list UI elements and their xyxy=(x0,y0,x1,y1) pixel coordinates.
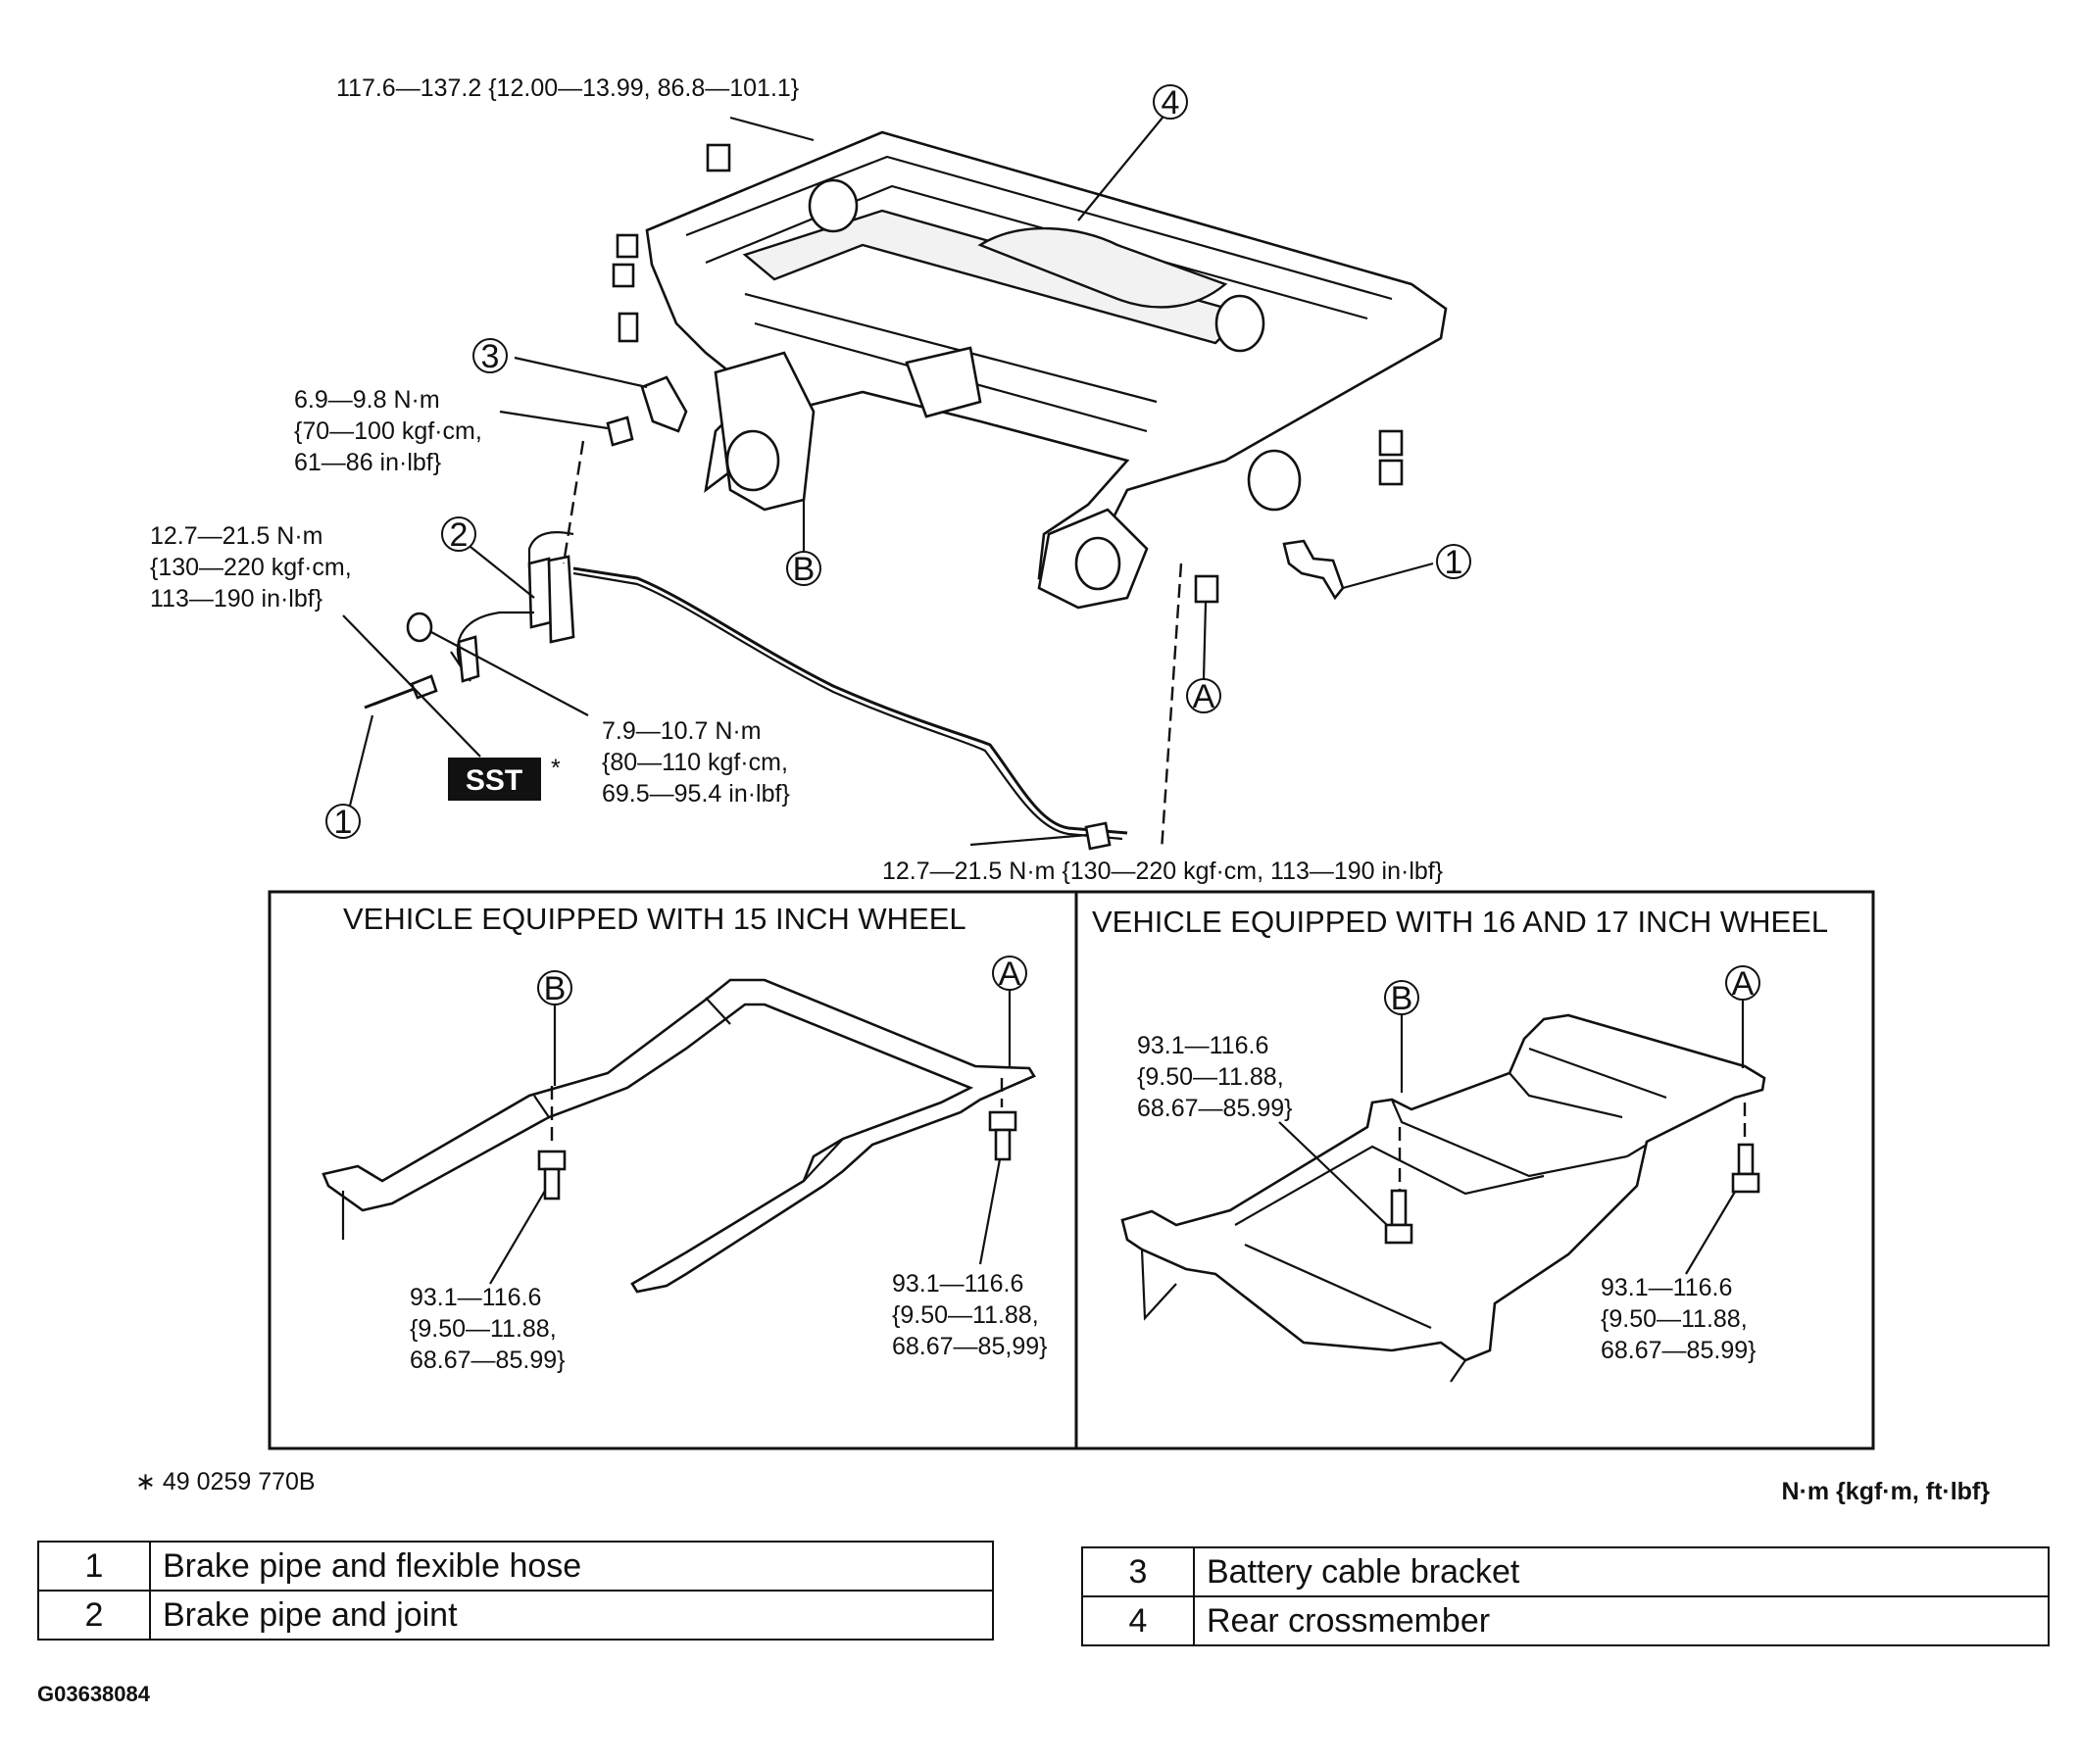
callout-2-label: 2 xyxy=(450,516,469,554)
callout-1-left-label: 1 xyxy=(334,804,353,841)
callout-4: 4 xyxy=(1077,84,1188,221)
units-note: N·m {kgf·m, ft·lbf} xyxy=(1782,1478,1991,1505)
torque-a-15-line2: {9.50—11.88, xyxy=(892,1301,1039,1329)
part-number-cell: 4 xyxy=(1081,1595,1195,1646)
torque-b-1617-line3: 68.67—85.99} xyxy=(1137,1095,1292,1122)
panel-16-17-inch-title: VEHICLE EQUIPPED WITH 16 AND 17 INCH WHE… xyxy=(1092,905,1828,939)
callout-a-15-label: A xyxy=(999,956,1021,993)
table-row: 3 Battery cable bracket xyxy=(1081,1546,2050,1597)
torque-a-15-line3: 68.67—85,99} xyxy=(892,1333,1047,1360)
torque-hose-fitting: 12.7—21.5 N·m {130—220 kgf·cm, 113—190 i… xyxy=(882,858,1443,885)
sst-badge-label: SST xyxy=(466,764,522,797)
callout-3: 3 xyxy=(472,338,508,375)
bolt-a-15-icon xyxy=(988,1078,1017,1161)
table-row: 4 Rear crossmember xyxy=(1081,1595,2050,1646)
callout-a-main: A xyxy=(1186,602,1221,715)
part-name-cell: Rear crossmember xyxy=(1193,1595,2050,1646)
panel-15-inch: VEHICLE EQUIPPED WITH 15 INCH WHEEL B xyxy=(322,902,1047,1374)
sst-badge: SST xyxy=(448,758,541,801)
torque-a-1617-line1: 93.1—116.6 xyxy=(1601,1274,1732,1301)
torque-b-1617-line2: {9.50—11.88, xyxy=(1137,1063,1284,1091)
callout-1-left: 1 xyxy=(325,804,361,841)
callout-b-main: B xyxy=(786,500,821,588)
torque-flare-nut-line3: 113—190 in·lbf} xyxy=(150,585,322,612)
callout-1-right: 1 xyxy=(1436,544,1471,581)
callout-2: 2 xyxy=(441,516,535,599)
crossmember-16-17-inch-outline xyxy=(1120,1013,1766,1383)
callout-a-main-label: A xyxy=(1193,678,1215,715)
table-row: 2 Brake pipe and joint xyxy=(37,1590,994,1641)
callout-b-1617-label: B xyxy=(1391,980,1413,1017)
torque-b-15-line2: {9.50—11.88, xyxy=(410,1315,557,1343)
panel-16-17-inch: VEHICLE EQUIPPED WITH 16 AND 17 INCH WHE… xyxy=(1092,905,1828,1383)
callout-b-1617: B xyxy=(1384,980,1419,1093)
callout-b-15: B xyxy=(537,970,572,1086)
torque-b-1617-line1: 93.1—116.6 xyxy=(1137,1032,1268,1059)
rear-crossmember-illustration xyxy=(612,116,1448,610)
torque-b-15-line3: 68.67—85.99} xyxy=(410,1347,565,1374)
torque-joint-bolt-line2: {80—110 kgf·cm, xyxy=(602,749,788,776)
part-name-cell: Brake pipe and joint xyxy=(149,1590,994,1641)
part-name-cell: Brake pipe and flexible hose xyxy=(149,1541,994,1592)
callout-b-15-label: B xyxy=(544,970,567,1007)
part-number-cell: 1 xyxy=(37,1541,151,1592)
part-name-cell: Battery cable bracket xyxy=(1193,1546,2050,1597)
bolt-b-15-icon xyxy=(537,1086,567,1200)
torque-b-15-line1: 93.1—116.6 xyxy=(410,1284,541,1311)
torque-joint-bolt-line3: 69.5—95.4 in·lbf} xyxy=(602,780,790,808)
torque-a-1617-line3: 68.67—85.99} xyxy=(1601,1337,1756,1364)
torque-bracket-bolt-line1: 6.9—9.8 N·m xyxy=(294,386,440,414)
crossmember-15-inch-outline xyxy=(322,978,1036,1294)
callout-4-label: 4 xyxy=(1162,84,1180,122)
callout-a-1617: A xyxy=(1725,965,1760,1068)
brake-pipe-illustration xyxy=(346,356,1434,852)
variant-panels-frame xyxy=(268,890,1875,1450)
torque-mount-nut: 117.6—137.2 {12.00—13.99, 86.8—101.1} xyxy=(336,74,799,102)
callout-b-main-label: B xyxy=(793,551,816,588)
mount-nut-icon xyxy=(612,143,1404,604)
torque-a-1617-line2: {9.50—11.88, xyxy=(1601,1305,1748,1333)
part-number-cell: 2 xyxy=(37,1590,151,1641)
callout-a-1617-label: A xyxy=(1732,965,1755,1003)
torque-flare-nut-line2: {130—220 kgf·cm, xyxy=(150,554,352,581)
bolt-b-1617-icon xyxy=(1384,1127,1413,1245)
table-row: 1 Brake pipe and flexible hose xyxy=(37,1541,994,1592)
sst-number-note: ∗ 49 0259 770B xyxy=(135,1468,316,1495)
sst-asterisk: * xyxy=(551,755,561,782)
parts-table-right: 3 Battery cable bracket 4 Rear crossmemb… xyxy=(1081,1546,2050,1646)
torque-bracket-bolt-line3: 61—86 in·lbf} xyxy=(294,449,441,476)
bolt-a-1617-icon xyxy=(1731,1102,1760,1194)
torque-flare-nut-line1: 12.7—21.5 N·m xyxy=(150,522,322,550)
torque-joint-bolt-line1: 7.9—10.7 N·m xyxy=(602,717,762,745)
panel-15-inch-title: VEHICLE EQUIPPED WITH 15 INCH WHEEL xyxy=(343,902,966,936)
torque-bracket-bolt-line2: {70—100 kgf·cm, xyxy=(294,417,482,445)
callout-1-right-label: 1 xyxy=(1445,544,1463,581)
callout-a-15: A xyxy=(992,956,1027,1068)
callout-3-label: 3 xyxy=(481,338,500,375)
parts-table-left: 1 Brake pipe and flexible hose 2 Brake p… xyxy=(37,1541,994,1641)
figure-code: G03638084 xyxy=(37,1682,151,1706)
torque-a-15-line1: 93.1—116.6 xyxy=(892,1270,1023,1298)
part-number-cell: 3 xyxy=(1081,1546,1195,1597)
